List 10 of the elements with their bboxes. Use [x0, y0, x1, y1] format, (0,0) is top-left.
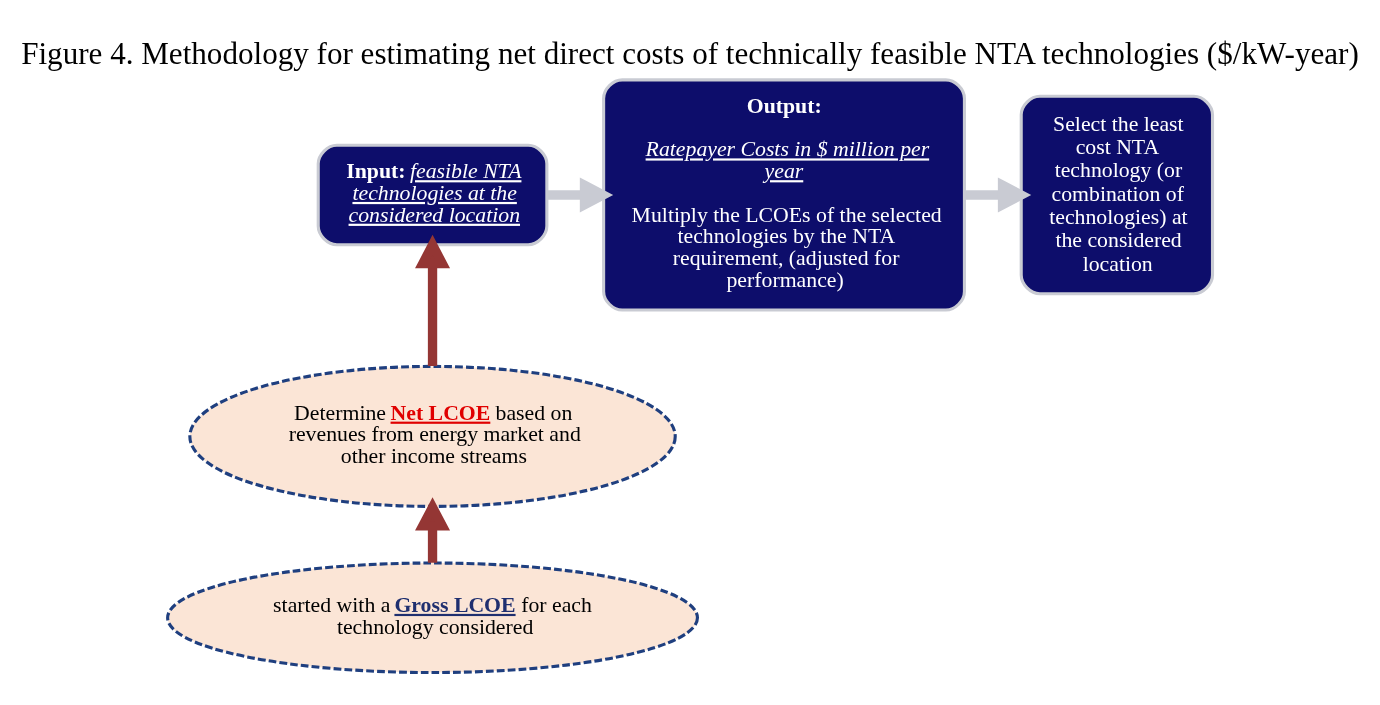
node-box: Output: Ratepayer Costs in $ million per year Multiply the LCOEs of the selected technologies by the NTA requirement, (adjusted for performance) [602, 77, 966, 312]
node-box: Input: feasible NTA technologies at the considered location [316, 143, 549, 246]
arrow [415, 234, 451, 366]
arrow [415, 496, 451, 563]
arrow [547, 176, 614, 212]
node-ellipse: Determine Net LCOE based on revenues from energy market and other income streams [188, 364, 677, 508]
diagram-title: Figure 4. Methodology for estimating net direct costs of technically feasible NTA technologies ($/kW-year) [21, 35, 1359, 71]
arrow [964, 176, 1032, 212]
node-box: Select the least cost NTA technology (or combination of technologies) at the considered location [1019, 94, 1215, 295]
node-ellipse: started with a Gross LCOE for each technology considered [166, 560, 699, 674]
